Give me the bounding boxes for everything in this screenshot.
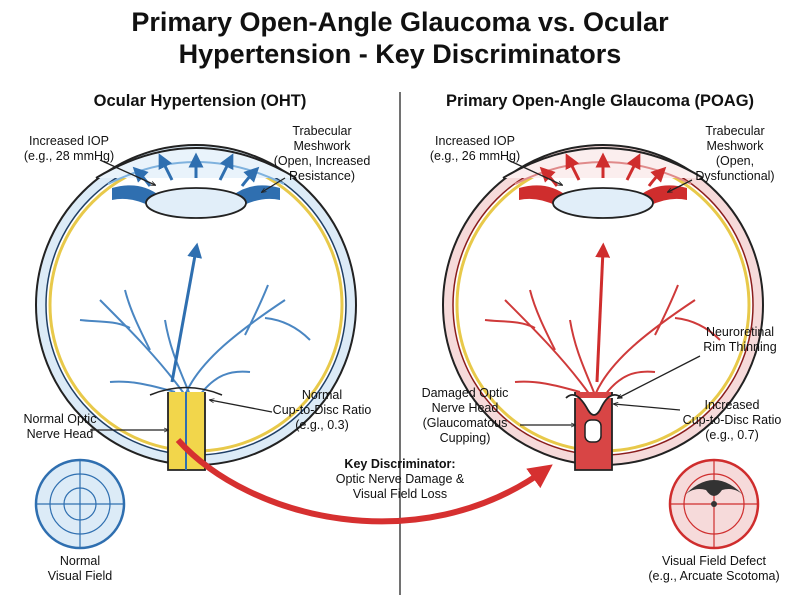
oht-meshwork-label: Trabecular Meshwork (Open, Increased Res… (273, 124, 371, 183)
title-line-1: Primary Open-Angle Glaucoma vs. Ocular (131, 7, 669, 37)
oht-cup-disc-label: Normal Cup-to-Disc Ratio (e.g., 0.3) (272, 388, 372, 432)
diagram-title: Primary Open-Angle Glaucoma vs. Ocular H… (0, 6, 800, 70)
oht-eye-diagram (35, 144, 357, 471)
key-discriminator-title: Key Discriminator: (344, 457, 456, 471)
leader-lines (90, 159, 701, 430)
poag-iop-label: Increased IOP (e.g., 26 mmHg) (429, 134, 521, 163)
oht-heading: Ocular Hypertension (OHT) (93, 92, 307, 110)
poag-damaged-nerve-label: Damaged Optic Nerve Head (Glaucomatous C… (421, 386, 509, 445)
poag-cup-disc-label: Increased Cup-to-Disc Ratio (e.g., 0.7) (682, 398, 782, 442)
title-line-2: Hypertension - Key Discriminators (178, 39, 622, 69)
oht-iop-label: Increased IOP (e.g., 28 mmHg) (23, 134, 115, 163)
oht-nerve-head-label: Normal Optic Nerve Head (23, 412, 97, 441)
poag-meshwork-label: Trabecular Meshwork (Open, Dysfunctional… (695, 124, 775, 183)
oht-visual-field-label: Normal Visual Field (47, 554, 113, 583)
key-discriminator-label: Key Discriminator: Optic Nerve Damage & … (300, 457, 500, 502)
poag-eye-diagram (442, 144, 764, 471)
poag-heading: Primary Open-Angle Glaucoma (POAG) (445, 92, 755, 110)
poag-rim-label: Neuroretinal Rim Thinning (703, 325, 777, 354)
poag-visual-field-label: Visual Field Defect (e.g., Arcuate Scoto… (648, 554, 780, 583)
normal-visual-field-icon (34, 458, 126, 550)
arcuate-scotoma-field-icon (668, 458, 760, 550)
discriminator-arrow (175, 437, 553, 525)
